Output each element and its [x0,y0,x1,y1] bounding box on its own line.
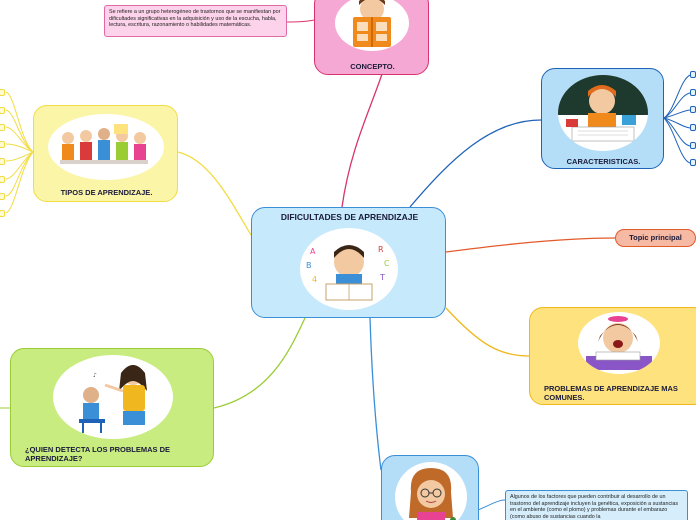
link-detecta [213,317,306,409]
node-detecta[interactable]: ♪ ¿QUIEN DETECTA LOS PROBLEMAS DE APREND… [10,348,214,467]
caracteristicas-sub-links [663,74,691,164]
node-caracteristicas[interactable]: CARACTERISTICAS. [541,68,664,169]
link-problemas [445,307,530,357]
central-title: DIFICULTADES DE APRENDIZAJE [280,212,419,222]
link-concepto-note [286,19,315,23]
woman-with-glasses-icon [395,462,467,520]
svg-text:R: R [378,245,384,254]
teacher-and-child-icon: ♪ [53,355,173,439]
tipos-subtopic-1[interactable] [0,89,5,96]
causas-note[interactable]: Algunos de los factores que pueden contr… [505,490,688,520]
frustrated-girl-icon [578,312,660,374]
caracteristicas-subtopic-6[interactable] [690,159,696,166]
node-central[interactable]: DIFICULTADES DE APRENDIZAJE A B 4 R C T [251,207,446,318]
svg-text:A: A [310,247,316,256]
tipos-subtopic-7[interactable] [0,193,5,200]
student-reading-icon: A B 4 R C T [300,228,398,310]
link-caracteristicas [409,119,542,208]
tipos-subtopic-8[interactable] [0,210,5,217]
topic-principal-label: Topic principal [629,233,682,242]
tipos-subtopic-6[interactable] [0,176,5,183]
svg-text:4: 4 [312,275,317,284]
node-problemas[interactable]: PROBLEMAS DE APRENDIZAJE MAS COMUNES. [529,307,696,405]
concepto-note-text: Se refiere a un grupo heterogéneo de tra… [109,9,281,29]
link-topic [445,237,616,253]
node-concepto[interactable]: CONCEPTO. [314,0,429,75]
link-tipos [177,151,252,236]
node-tipos[interactable]: TIPOS DE APRENDIZAJE. [33,105,178,202]
concepto-label: CONCEPTO. [350,62,395,71]
causas-note-text: Algunos de los factores que pueden contr… [510,494,679,520]
group-of-children-icon [48,114,164,180]
concepto-note[interactable]: Se refiere a un grupo heterogéneo de tra… [104,5,287,37]
svg-text:T: T [379,273,385,282]
caracteristicas-subtopic-3[interactable] [690,106,696,113]
node-causas[interactable] [381,455,479,520]
svg-text:B: B [306,261,312,270]
tipos-subtopic-4[interactable] [0,141,5,148]
node-topic-principal[interactable]: Topic principal [615,229,696,247]
tipos-subtopic-5[interactable] [0,158,5,165]
caracteristicas-label: CARACTERISTICAS. [566,157,641,166]
tipos-label: TIPOS DE APRENDIZAJE. [60,188,153,197]
caracteristicas-subtopic-1[interactable] [690,71,696,78]
tipos-sub-links [5,91,34,214]
link-causas-note [477,499,506,511]
child-reading-book-icon [335,0,409,51]
caracteristicas-subtopic-2[interactable] [690,89,696,96]
boy-studying-icon [558,75,648,151]
tipos-subtopic-3[interactable] [0,124,5,131]
tipos-subtopic-2[interactable] [0,107,5,114]
caracteristicas-subtopic-4[interactable] [690,124,696,131]
svg-text:♪: ♪ [93,372,97,379]
link-causas [369,317,382,471]
caracteristicas-subtopic-5[interactable] [690,142,696,149]
link-concepto [341,73,383,208]
problemas-label: PROBLEMAS DE APRENDIZAJE MAS COMUNES. [544,384,678,402]
detecta-label: ¿QUIEN DETECTA LOS PROBLEMAS DE APRENDIZ… [25,445,171,463]
svg-text:C: C [384,259,390,268]
